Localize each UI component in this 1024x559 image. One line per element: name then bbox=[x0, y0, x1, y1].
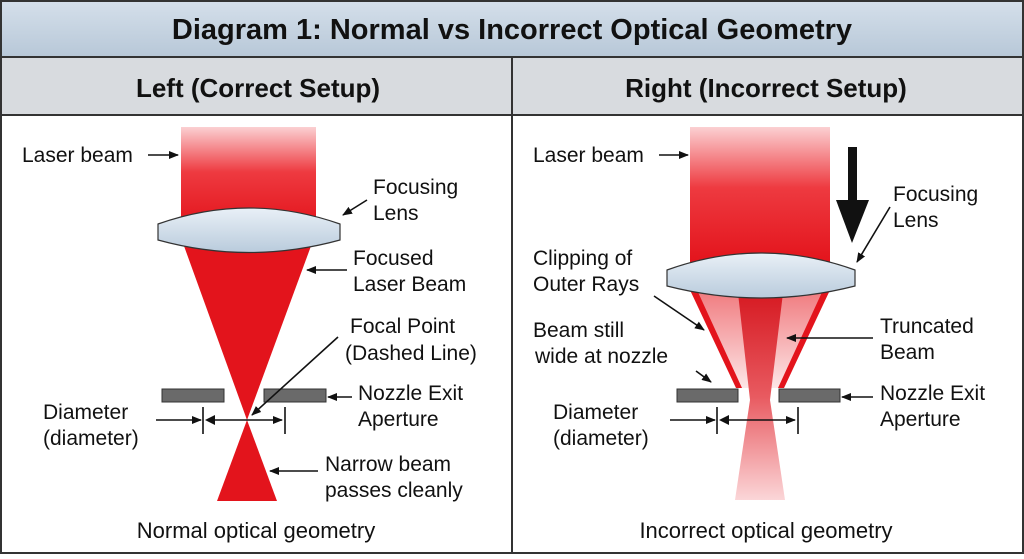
left-laser-beam-label: Laser beam bbox=[22, 144, 133, 167]
diagram-title: Diagram 1: Normal vs Incorrect Optical G… bbox=[172, 14, 852, 46]
title-bar bbox=[2, 2, 1022, 56]
right-laser-beam-label: Laser beam bbox=[533, 144, 644, 167]
left-heading: Left (Correct Setup) bbox=[136, 73, 380, 103]
left-caption: Normal optical geometry bbox=[137, 518, 375, 543]
left-nozzle-plate-left bbox=[161, 388, 225, 403]
right-nozzle-plate-right bbox=[778, 388, 841, 403]
right-diameter-label: Diameter(diameter) bbox=[553, 401, 649, 450]
right-laser-beam bbox=[690, 127, 830, 262]
left-focal-point-label: Focal Point(Dashed Line) bbox=[345, 315, 477, 365]
left-nozzle-plate-right bbox=[263, 388, 327, 403]
right-caption: Incorrect optical geometry bbox=[639, 518, 892, 543]
right-clipped-edge-left bbox=[690, 290, 742, 388]
down-arrow-icon bbox=[836, 147, 869, 243]
right-nozzle-plate-left bbox=[676, 388, 739, 403]
right-focusing-lens bbox=[666, 252, 856, 299]
left-diameter-label: Diameter(diameter) bbox=[43, 401, 139, 450]
left-focusing-lens bbox=[157, 207, 341, 254]
left-exit-cone bbox=[217, 420, 277, 501]
right-truncated-beam bbox=[735, 293, 785, 500]
right-heading: Right (Incorrect Setup) bbox=[625, 73, 907, 103]
left-focused-cone bbox=[184, 246, 311, 420]
right-clipped-edge-right bbox=[778, 290, 830, 388]
